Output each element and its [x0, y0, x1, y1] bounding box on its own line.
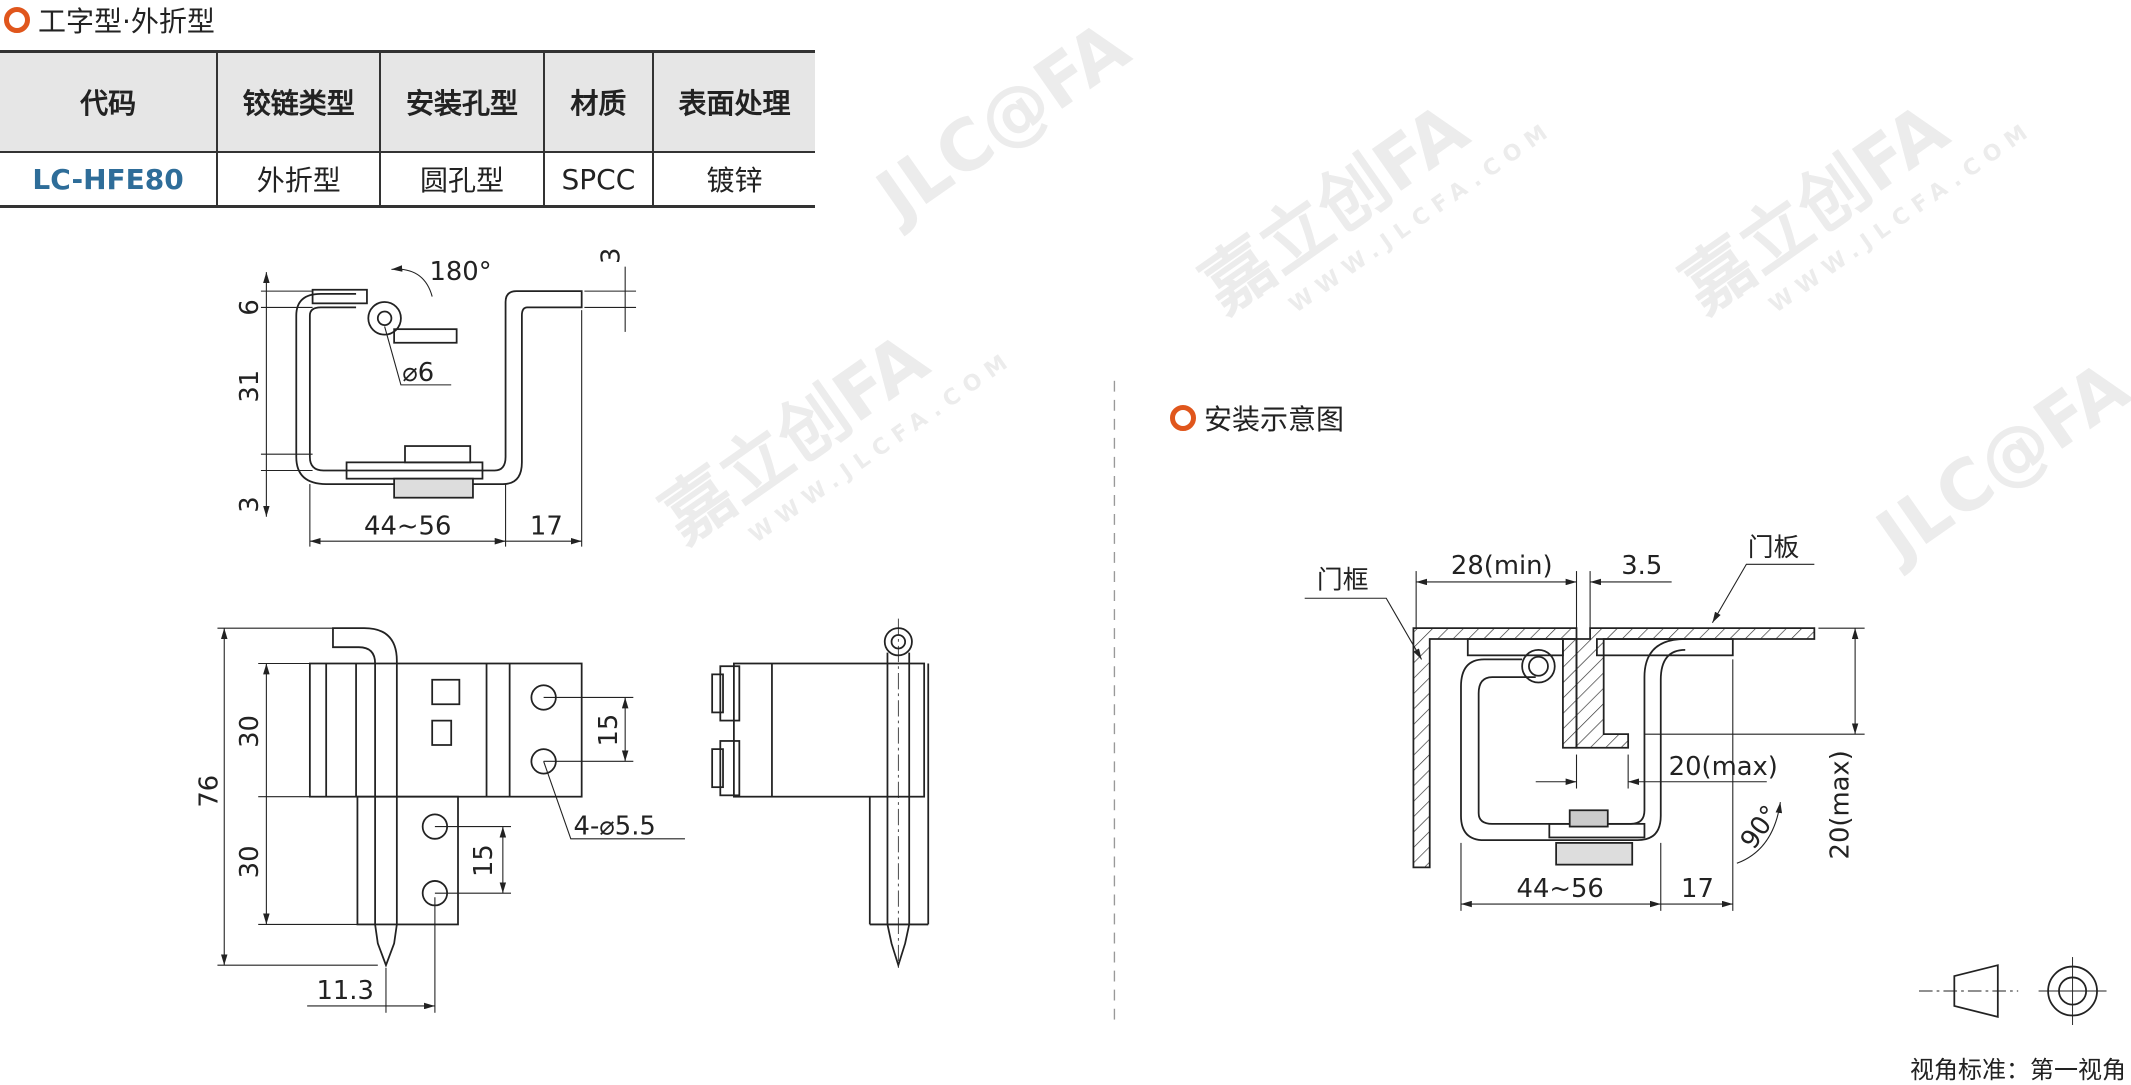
side-view-drawing [711, 618, 930, 973]
cell-hole-type: 圆孔型 [379, 152, 544, 207]
top-view-drawing: 6 31 3 3 180° ⌀6 44~56 17 [235, 248, 637, 547]
dim-angle-180: 180° [429, 257, 491, 287]
dim-15: 15 [469, 844, 499, 877]
dim-3-5: 3.5 [1621, 551, 1662, 581]
dim-width: 44~56 [1517, 874, 1604, 904]
label-door-panel: 门板 [1748, 533, 1800, 563]
dim-20-max: 20(max) [1669, 752, 1778, 782]
table-row: LC-HFE80 外折型 圆孔型 SPCC 镀锌 [0, 152, 815, 207]
dim-3: 3 [597, 248, 627, 264]
section-title-install: 安装示意图 [1170, 398, 1344, 438]
cell-material: SPCC [542, 152, 654, 207]
front-view-drawing: 76 30 30 15 15 4-⌀5.5 11.3 [194, 627, 685, 1013]
dim-76: 76 [194, 775, 224, 808]
section-title-text: 安装示意图 [1204, 403, 1345, 436]
dim-28-min: 28(min) [1451, 551, 1553, 581]
view-standard-label: 视角标准：第一视角 [1910, 1056, 2126, 1084]
dim-6: 6 [235, 299, 265, 315]
dim-holes: 4-⌀5.5 [574, 812, 656, 842]
dim-3: 3 [235, 496, 265, 512]
dim-20-max-vertical: 20(max) [1825, 750, 1855, 859]
table-header-row: 代码 铰链类型 安装孔型 材质 表面处理 [0, 51, 815, 152]
install-drawing: 门框 门板 28(min) 3.5 20(max) 20(max) 90° 44… [1304, 533, 1865, 911]
dim-90-deg: 90° [1735, 800, 1786, 855]
dim-31: 31 [235, 370, 265, 403]
label-door-frame: 门框 [1317, 566, 1369, 596]
ring-bullet-icon [4, 7, 30, 33]
dim-30: 30 [235, 715, 265, 748]
dim-17: 17 [530, 511, 563, 541]
spec-table: 代码 铰链类型 安装孔型 材质 表面处理 LC-HFE80 外折型 圆孔型 SP… [0, 50, 815, 208]
dim-17: 17 [1681, 874, 1714, 904]
cell-hinge-type: 外折型 [216, 152, 381, 207]
cell-finish: 镀锌 [652, 152, 815, 207]
ring-bullet-icon [1170, 405, 1196, 431]
col-code: 代码 [0, 51, 218, 152]
dim-30: 30 [235, 845, 265, 878]
dim-15: 15 [594, 714, 624, 747]
col-material: 材质 [542, 51, 654, 152]
dim-dia-6: ⌀6 [402, 358, 434, 388]
section-title-text: 工字型·外折型 [38, 5, 215, 38]
col-hinge-type: 铰链类型 [216, 51, 381, 152]
dim-width: 44~56 [364, 511, 451, 541]
dim-11-3: 11.3 [316, 976, 373, 1006]
first-angle-projection-icon [1918, 957, 2107, 1026]
cell-code: LC-HFE80 [32, 162, 184, 196]
section-title-type: 工字型·外折型 [4, 0, 215, 40]
col-hole-type: 安装孔型 [379, 51, 544, 152]
col-finish: 表面处理 [652, 51, 815, 152]
